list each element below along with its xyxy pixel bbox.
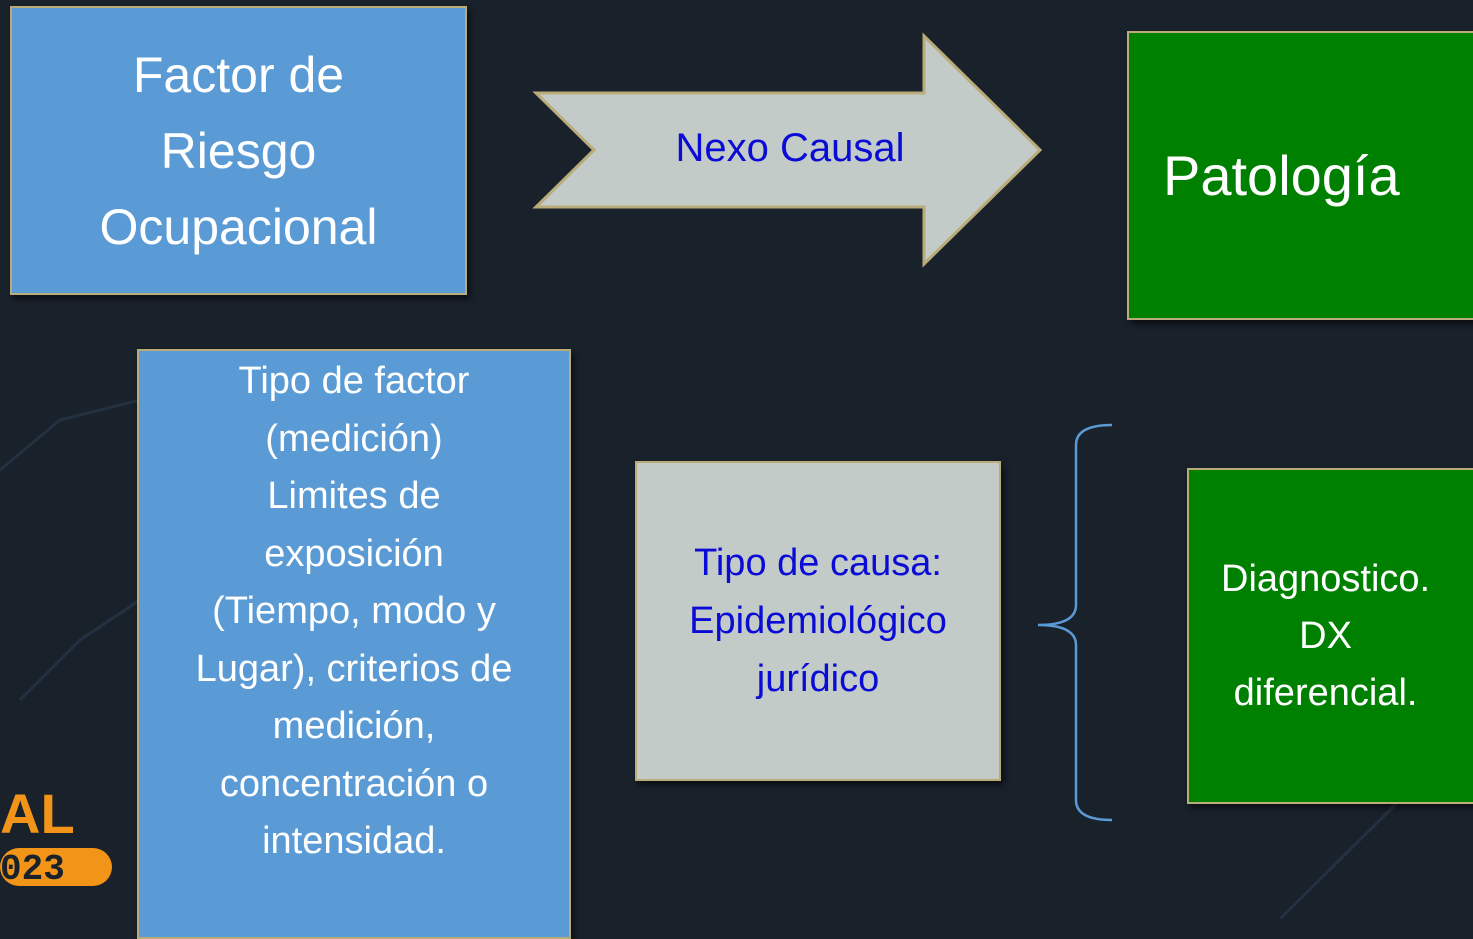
left-brace-icon: [1037, 423, 1113, 822]
nexo-causal-label: Nexo Causal: [675, 126, 905, 170]
factor-riesgo-box: Factor de Riesgo Ocupacional: [10, 6, 467, 295]
diagnostico-label: Diagnostico. DX diferencial.: [1221, 557, 1431, 714]
tipo-causa-box: Tipo de causa: Epidemiológico jurídico: [635, 461, 1001, 781]
tipo-causa-label: Tipo de causa: Epidemiológico jurídico: [689, 542, 947, 700]
tipo-factor-label: Tipo de factor (medición) Limites de exp…: [195, 360, 513, 862]
nexo-causal-arrow: [532, 32, 1043, 268]
event-logo: AL 023: [0, 782, 112, 890]
logo-text-bottom: 023: [0, 849, 65, 890]
patologia-box: Patología: [1127, 31, 1473, 320]
logo-text-top: AL: [0, 782, 75, 845]
factor-riesgo-label: Factor de Riesgo Ocupacional: [99, 46, 378, 255]
diagnostico-box: Diagnostico. DX diferencial.: [1187, 468, 1473, 804]
tipo-factor-box: Tipo de factor (medición) Limites de exp…: [137, 349, 571, 939]
patologia-label: Patología: [1163, 144, 1400, 207]
